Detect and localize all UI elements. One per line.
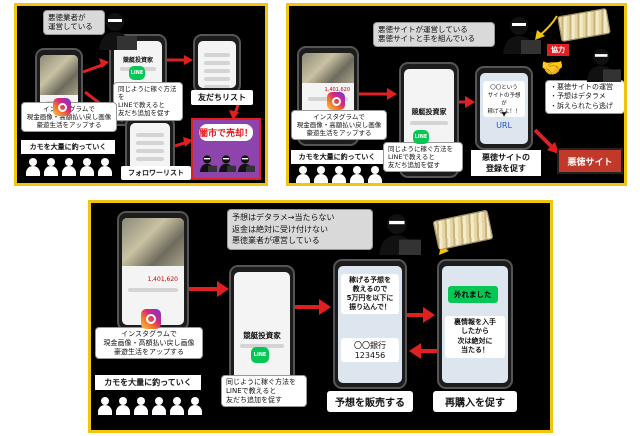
person-icon — [97, 397, 113, 415]
bad-site-point: ・訴えられたら逃げ — [550, 101, 613, 110]
bad-site-point: ・悪徳サイトの運営 — [550, 83, 613, 91]
register-label: 悪徳サイトの 登録を促す — [471, 150, 541, 176]
bad-site-point: ・予想はデタラメ — [550, 92, 606, 101]
repurchase-label: 再購入を促す — [433, 391, 517, 412]
panel-friend-list-sale: 悪徳業者が 運営している 競艇投資家 LINE 同じように稼ぐ方法を LINEで… — [14, 3, 268, 186]
insider-info-message: 裏情報を入手 したから 次は絶対に 当たる！ — [445, 316, 505, 358]
thought-bubble: 悪徳サイトが運営している 悪徳サイトと手を組んでいる — [373, 22, 495, 47]
person-icon — [349, 166, 365, 183]
balance-amount: 1,401,620 — [324, 87, 350, 93]
line-icon: LINE — [413, 130, 429, 144]
person-icon — [43, 158, 59, 176]
person-icon — [61, 158, 77, 176]
kamo-label: カモを大量に釣っていく — [95, 375, 201, 390]
bad-site-box: 悪徳サイト — [557, 148, 623, 174]
person-icon — [331, 166, 347, 183]
thought-bubble: 予想はデタラメ→当たらない 返金は絶対に受け付けない 悪徳業者が運営している — [227, 209, 373, 250]
victims-group — [97, 397, 203, 415]
follower-list-label: フォロワーリスト — [121, 166, 191, 180]
cooperation-label: 協力 — [547, 44, 569, 56]
black-market-label: 闇市で売却！ — [199, 124, 253, 141]
person-icon — [133, 397, 149, 415]
site-recommend-msg: 〇〇という サイトの予想が 稼げるよ！！ — [483, 81, 525, 117]
instagram-icon — [53, 98, 71, 116]
lost-message: 外れました — [448, 286, 498, 303]
thought-bubble: 悪徳業者が 運営している — [43, 10, 105, 35]
instagram-icon — [141, 309, 161, 329]
panel-bad-site-referral: 悪徳サイトが運営している 悪徳サイトと手を組んでいる 協力 🤝 1,401,62… — [286, 3, 627, 186]
sell-phone: 稼げる予想を 教えるので 5万円を以下に 振り込んで！ 〇〇銀行 123456 — [333, 259, 407, 389]
sell-message: 稼げる予想を 教えるので 5万円を以下に 振り込んで！ — [341, 274, 399, 315]
sell-label: 予想を販売する — [327, 391, 413, 412]
line-friend-bubble: 同じように稼ぐ方法を LINEで教えると 友だち追加を促す — [221, 375, 307, 408]
site-url: URL — [496, 121, 512, 130]
line-icon: LINE — [129, 66, 145, 80]
hacker-icon — [99, 13, 137, 50]
person-icon — [313, 166, 329, 183]
bad-site-points: ・悪徳サイトの運営 ・予想はデタラメ ・訴えられたら逃げ — [545, 80, 624, 115]
hacker-icon — [379, 214, 421, 255]
profile-name: 競艇投資家 — [122, 57, 153, 64]
profile-name: 競艇投資家 — [243, 331, 281, 340]
instagram-note: インスタグラムで 現金画像・高額払い戻し画像 豪遊生活をアップする — [291, 110, 387, 141]
person-icon — [169, 397, 185, 415]
instagram-icon — [327, 92, 345, 110]
kamo-label: カモを大量に釣っていく — [291, 150, 383, 164]
site-down-arrow: ▼ — [501, 111, 507, 118]
bank-info: 〇〇銀行 123456 — [341, 338, 399, 362]
handshake-icon: 🤝 — [541, 58, 564, 79]
profile-name: 競艇投資家 — [411, 108, 447, 116]
line-friend-bubble: 同じように稼ぐ方法を LINEで教えると 友だち追加を促す — [113, 82, 183, 121]
person-icon — [187, 397, 203, 415]
kamo-label: カモを大量に釣っていく — [21, 140, 115, 154]
person-icon — [115, 397, 131, 415]
person-icon — [25, 158, 41, 176]
instagram-note: インスタグラムで 現金画像・高額払い戻し画像 豪遊生活をアップする — [95, 327, 203, 360]
person-icon — [367, 166, 383, 183]
person-icon — [295, 166, 311, 183]
site-link-phone: 〇〇という サイトの予想が 稼げるよ！！ ▼ URL — [475, 66, 533, 150]
person-icon — [97, 158, 113, 176]
instagram-phone: 1,401,620 — [117, 211, 189, 331]
line-friend-bubble: 同じように稼ぐ方法を LINEで教えると 友だち追加を促す — [383, 142, 463, 173]
victims-group — [25, 158, 113, 176]
friend-list-phone — [193, 34, 241, 94]
flow-arrows — [359, 15, 559, 154]
panel-prediction-sales: 予想はデタラメ→当たらない 返金は絶対に受け付けない 悪徳業者が運営している 1… — [88, 200, 553, 433]
hacker-icon — [503, 17, 541, 54]
repurchase-phone: 外れました 裏情報を入手 したから 次は絶対に 当たる！ — [437, 259, 513, 389]
person-icon — [151, 397, 167, 415]
black-market-box: 闇市で売却！ — [191, 118, 261, 180]
hacker-icon — [586, 48, 621, 82]
balance-amount: 1,401,620 — [147, 276, 178, 283]
person-icon — [79, 158, 95, 176]
victims-group — [295, 166, 383, 183]
friend-list-label: 友だちリスト — [191, 90, 253, 105]
dealers-group — [199, 152, 255, 174]
line-icon: LINE — [251, 347, 269, 363]
